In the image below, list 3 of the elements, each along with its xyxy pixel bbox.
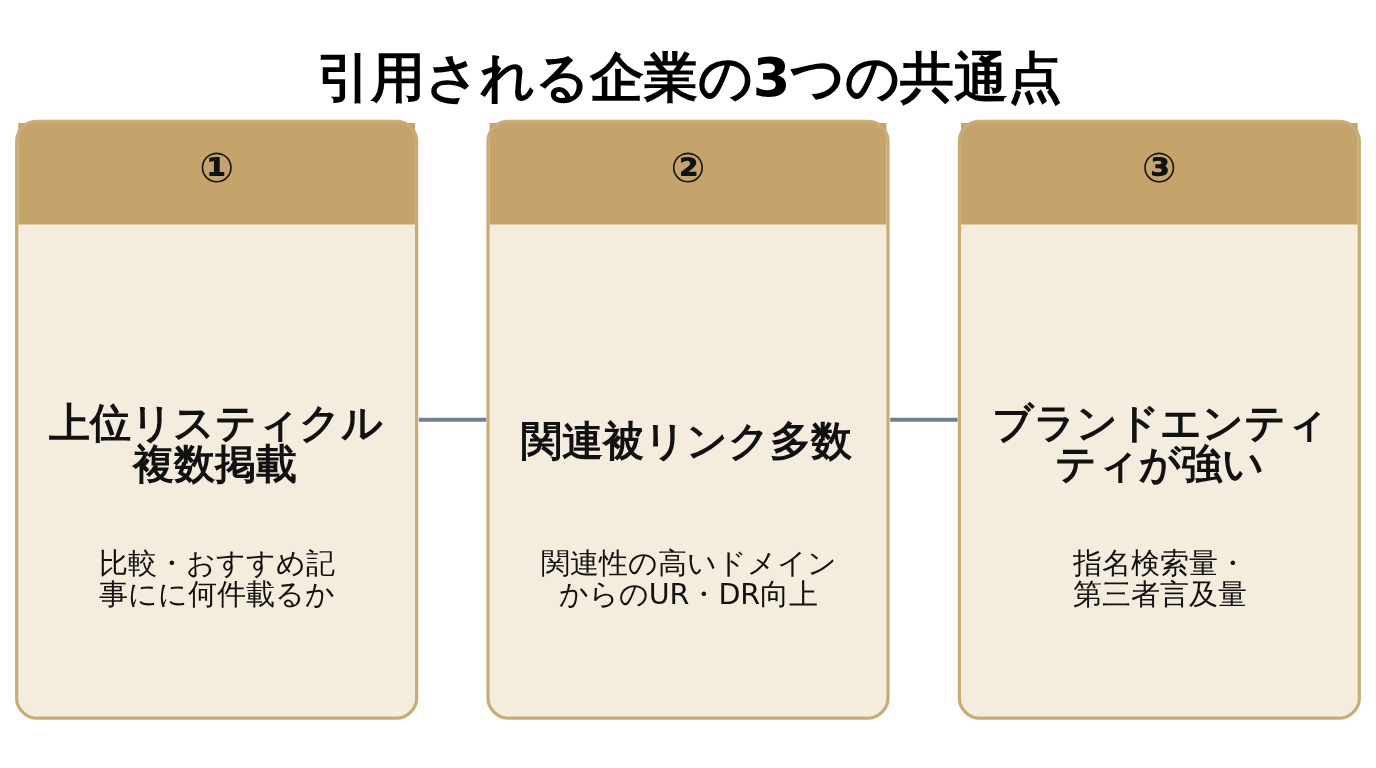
connector <box>890 417 958 422</box>
diagram-title: 引用される企業の3つの共通点 <box>316 46 1063 110</box>
connector <box>418 417 487 422</box>
